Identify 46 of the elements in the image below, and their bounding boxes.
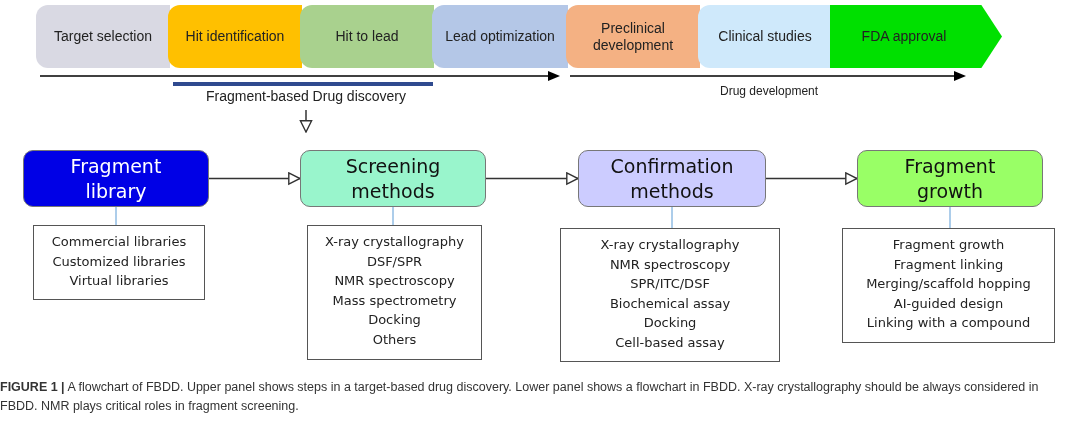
list-box [842, 228, 1055, 343]
list-box [33, 225, 205, 300]
list-item: Virtual libraries [69, 272, 169, 290]
stage-segment: Preclinical development [566, 5, 700, 68]
list-item: DSF/SPR [366, 252, 423, 271]
process-box: Screening methods [300, 150, 486, 207]
stage-segment: Clinical studies [698, 5, 832, 68]
process-box: Fragment library [23, 150, 209, 207]
process-box: Confirmation methods [578, 150, 766, 207]
section-title: Fragment-based Drug discovery [206, 88, 406, 108]
stage-segment: FDA approval [830, 5, 1002, 68]
list-item: Docking [368, 311, 421, 329]
list-item: Biochemical assay [609, 294, 731, 313]
process-box: Fragment growth [857, 150, 1043, 207]
block-arrow [208, 172, 301, 185]
list-item: Docking [643, 314, 697, 332]
list-item: NMR spectroscopy [609, 255, 731, 274]
block-arrow [485, 172, 579, 185]
connector-line [949, 206, 951, 229]
block-arrow [765, 172, 858, 185]
connector-line [392, 206, 394, 226]
list-item: Mass spectrometry [332, 291, 457, 310]
list-item: X-ray crystallography [600, 236, 740, 254]
connector-line [671, 206, 673, 229]
stage-segment: Lead optimization [432, 5, 568, 68]
list-box [560, 228, 780, 362]
list-box [307, 225, 482, 360]
list-item: Customized libraries [52, 252, 186, 271]
list-item: Commercial libraries [51, 233, 187, 251]
connector-line [115, 206, 117, 226]
figure-caption: FIGURE 1 | A flowchart of FBDD. Upper panel shows steps in a target-based drug discovery. Lower panel shows a flowchart in FBDD. X-ray crystallography should be always considered in FBDD. NMR plays critical roles in fragment screening. [0, 379, 1040, 415]
section-label: Drug development [720, 84, 819, 98]
list-item: Cell-based assay [615, 333, 725, 352]
block-arrow [299, 109, 313, 133]
list-item: Linking with a compound [866, 314, 1031, 332]
list-item: Merging/scaffold hopping [866, 275, 1031, 293]
list-item: AI-guided design [893, 294, 1004, 313]
list-item: NMR spectroscopy [334, 272, 455, 290]
list-item: Fragment linking [893, 255, 1004, 274]
stage-segment: Target selection [36, 5, 170, 68]
list-item: X-ray crystallography [324, 233, 464, 251]
stage-segment: Hit identification [168, 5, 302, 68]
stage-segment: Hit to lead [300, 5, 434, 68]
list-item: Fragment growth [892, 236, 1005, 254]
list-item: SPR/ITC/DSF [630, 275, 710, 293]
list-item: Others [372, 330, 417, 349]
